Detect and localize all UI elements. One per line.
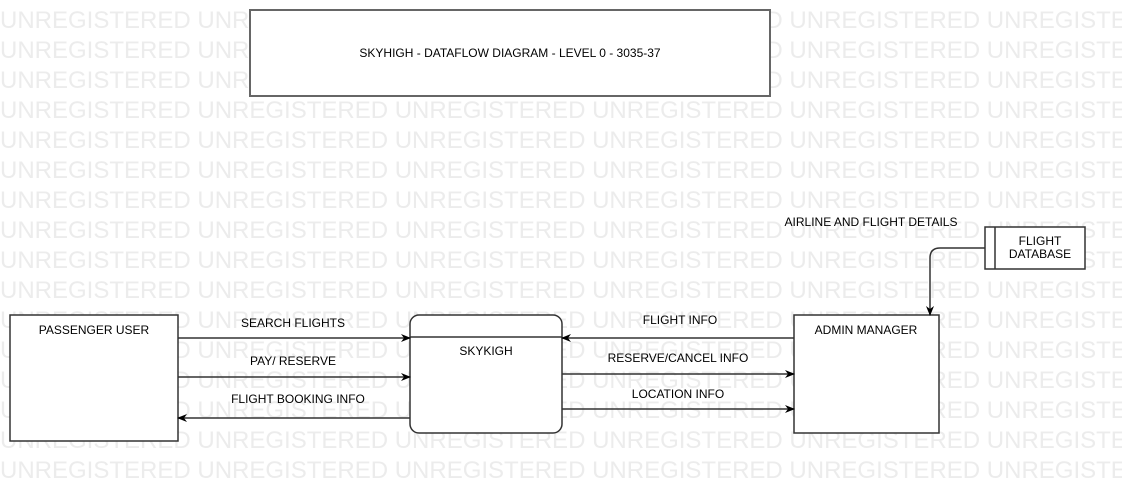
passenger-user-entity[interactable]: PASSENGER USER (9, 314, 179, 442)
flow-reserve-cancel-info-label: RESERVE/CANCEL INFO (608, 351, 749, 365)
flow-reserve-cancel-info: RESERVE/CANCEL INFO (562, 351, 795, 378)
flow-location-info-label: LOCATION INFO (632, 387, 724, 401)
flow-pay-reserve-label: PAY/ RESERVE (250, 354, 336, 368)
flow-search-flights-label: SEARCH FLIGHTS (241, 316, 345, 330)
flight-database-store[interactable]: FLIGHT DATABASE (984, 226, 1086, 270)
flow-flight-booking-info-label: FLIGHT BOOKING INFO (231, 392, 365, 406)
title-box: SKYHIGH - DATAFLOW DIAGRAM - LEVEL 0 - 3… (249, 9, 771, 97)
flow-location-info: LOCATION INFO (562, 387, 795, 413)
flow-airline-flight-details-label: AIRLINE AND FLIGHT DETAILS (785, 215, 958, 229)
flow-airline-flight-details: AIRLINE AND FLIGHT DETAILS (785, 215, 985, 316)
admin-manager-entity[interactable]: ADMIN MANAGER (793, 314, 940, 434)
flight-database-label-line2: DATABASE (1009, 247, 1071, 261)
flow-pay-reserve: PAY/ RESERVE (178, 354, 411, 381)
skyhigh-process[interactable]: SKYKIGH (409, 314, 563, 434)
flow-search-flights: SEARCH FLIGHTS (178, 316, 411, 342)
flight-database-label-line1: FLIGHT (1019, 234, 1062, 248)
diagram-title: SKYHIGH - DATAFLOW DIAGRAM - LEVEL 0 - 3… (359, 46, 661, 60)
flow-flight-info-label: FLIGHT INFO (643, 313, 717, 327)
flow-flight-booking-info: FLIGHT BOOKING INFO (177, 392, 410, 422)
flow-flight-info: FLIGHT INFO (561, 313, 794, 342)
admin-manager-label: ADMIN MANAGER (815, 323, 918, 337)
skyhigh-process-label: SKYKIGH (459, 344, 512, 358)
passenger-user-label: PASSENGER USER (39, 323, 150, 337)
